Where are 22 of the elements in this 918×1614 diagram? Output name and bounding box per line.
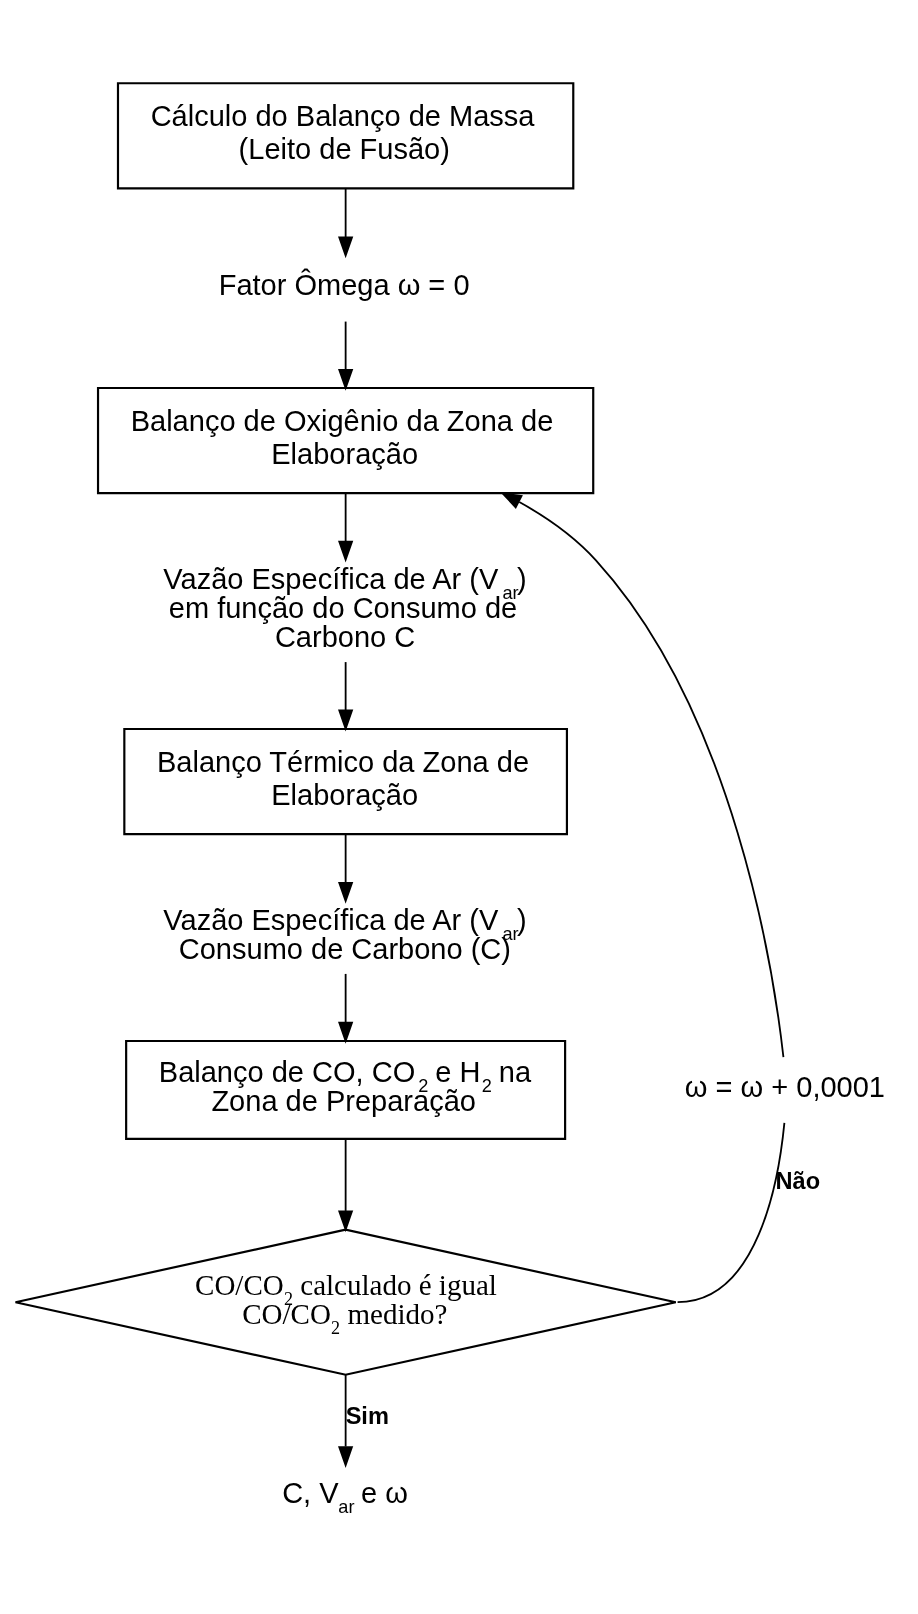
arrow [338, 492, 354, 563]
node-text: ω = ω + 0,0001 [684, 1070, 886, 1103]
node-box: Balanço Térmico da Zona de Elaboração [123, 727, 568, 836]
edge-label: Não [775, 1167, 821, 1194]
arrow [338, 973, 354, 1044]
arrow [338, 320, 354, 391]
connector [676, 1121, 786, 1304]
node-text: Vazão Específica de Ar (V$_{ar}$) em função do Consumo de Carbono C [163, 562, 527, 654]
node-text: Vazão Específica de Ar (V$_{ar}$) Consumo de Carbono (C) [163, 903, 527, 965]
arrow [338, 187, 354, 259]
arrow [500, 492, 785, 1059]
arrow [338, 1138, 354, 1233]
arrow [338, 661, 354, 732]
node-text: C, V$_{ar}$ e ω [282, 1477, 408, 1518]
node-box: Balanço de CO, CO$_{2}$ e H$_{2}$ na Zona de Preparação [125, 1039, 567, 1141]
node-box: Cálculo do Balanço de Massa (Leito de Fusão) [116, 82, 575, 190]
node-box: Balanço de Oxigênio da Zona de Elaboração [96, 386, 595, 495]
arrow [338, 1374, 354, 1468]
arrow [338, 834, 354, 904]
edge-label: Sim [345, 1403, 389, 1430]
node-text: Fator Ômega ω = 0 [218, 269, 470, 302]
node-diamond: CO/CO$_{2}$ calculado é igual CO/CO$_{2}$ medido? [14, 1228, 677, 1376]
